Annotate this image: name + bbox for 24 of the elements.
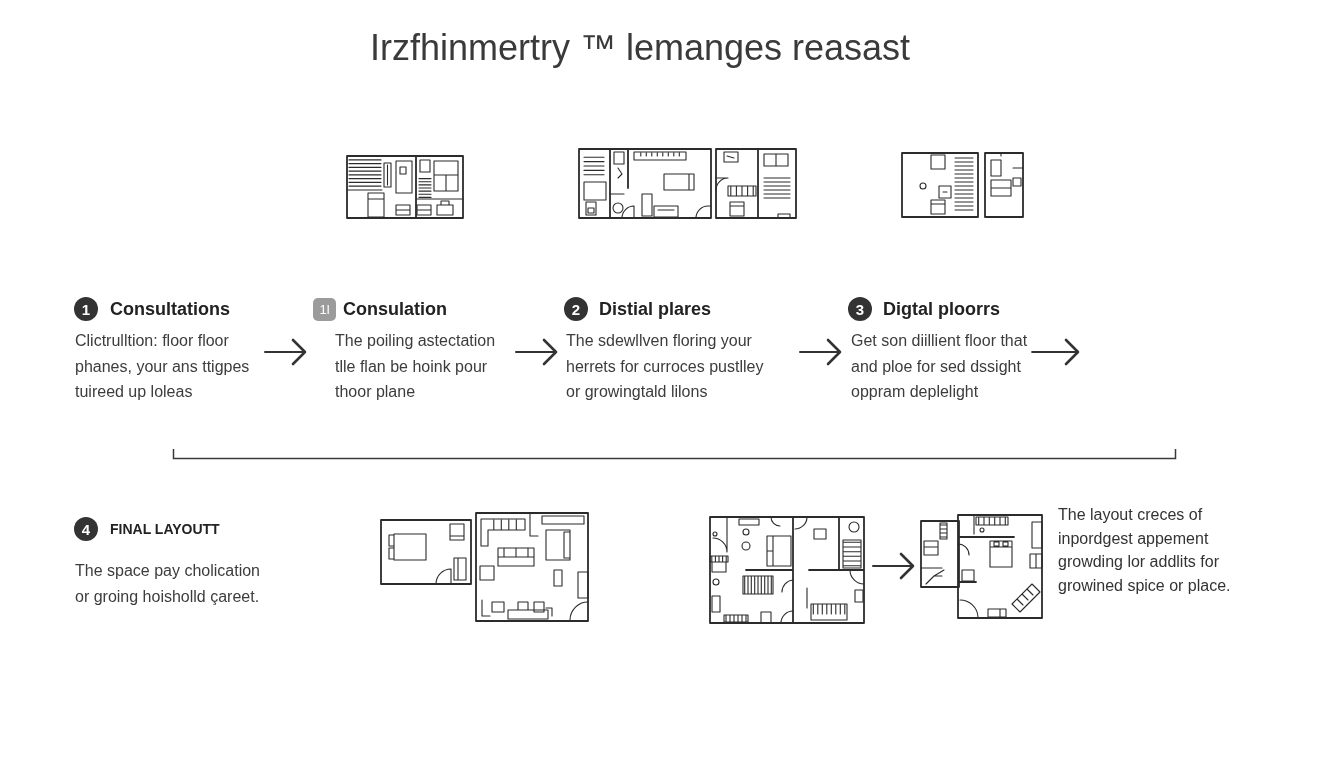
description-text: The layout creces of inpordgest appement growding lor addlits for growined spice or place. — [1058, 505, 1232, 596]
step-description: The space pay cholication or groing hoisholld çareet. — [75, 561, 261, 607]
step-description: Get son diillient floor that and ploe for sed dssight oppram deplelight — [851, 331, 1029, 402]
arrow — [799, 338, 842, 366]
arrow — [515, 338, 558, 366]
arrow — [264, 338, 307, 366]
step-description: Clictrulltion: floor floor phanes, your ans ttigpes tuireed up loleas — [75, 331, 251, 402]
step-number: 1 — [74, 297, 98, 321]
step-number: 4 — [74, 517, 98, 541]
arrow — [872, 552, 915, 580]
step-heading: Consultations — [110, 298, 230, 320]
step-number: 3 — [848, 297, 872, 321]
floor-plan-drawing — [709, 516, 866, 624]
step-heading: Distial plares — [599, 298, 712, 320]
step-description: The poiling astectation tlle flan be hoink pour thoor plane — [335, 331, 497, 402]
step-description: The sdewllven floring your herrets for curroces pustlley or growingtald lilons — [566, 331, 765, 402]
step-number: 1l — [313, 297, 336, 321]
arrow — [1031, 338, 1080, 366]
diagram-title: Irzfhinmertry ™ lemanges reasast — [369, 27, 911, 69]
step-heading: Consulation — [343, 298, 447, 320]
step-heading: Digtal ploorrs — [883, 298, 1000, 320]
floor-plan-drawing — [920, 514, 1044, 620]
step-number: 2 — [564, 297, 588, 321]
step-heading: FINAL LAYOUTT — [110, 520, 220, 539]
